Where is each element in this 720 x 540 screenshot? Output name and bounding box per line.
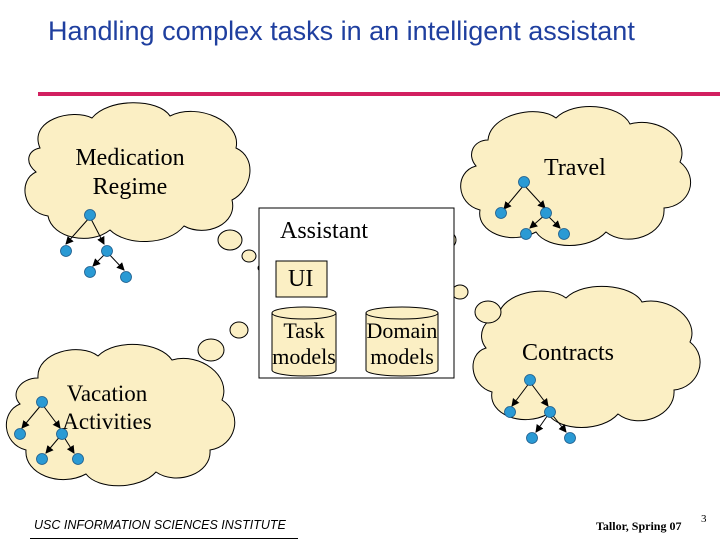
task-models-label: Task models [272, 318, 336, 369]
medication-cloud [24, 102, 251, 242]
slide-title: Handling complex tasks in an intelligent… [48, 16, 635, 46]
title-underline [38, 92, 720, 96]
travel-label: Travel [544, 155, 606, 181]
domain-models-cylinder [365, 306, 439, 377]
contracts-cloud [472, 285, 701, 428]
contracts-task-tree [504, 374, 576, 444]
ui-label: UI [288, 266, 314, 292]
footer-underline [30, 538, 298, 539]
vacation-cloud [5, 343, 236, 487]
footer-institute: USC INFORMATION SCIENCES INSTITUTE [34, 518, 286, 532]
vacation-label: Vacation Activities [62, 381, 152, 434]
medication-label: Medication Regime [75, 145, 185, 200]
travel-task-tree [495, 176, 570, 240]
ui-box [275, 260, 328, 298]
assistant-label: Assistant [280, 218, 369, 244]
domain-models-label: Domain models [366, 318, 438, 369]
footer-author: Tallor, Spring 07 [596, 519, 682, 533]
travel-cloud [460, 106, 691, 246]
vacation-task-tree [14, 396, 84, 465]
contracts-label: Contracts [522, 340, 614, 366]
medication-task-tree [60, 209, 132, 283]
task-models-cylinder [271, 306, 337, 377]
page-number: 3 [701, 513, 707, 525]
